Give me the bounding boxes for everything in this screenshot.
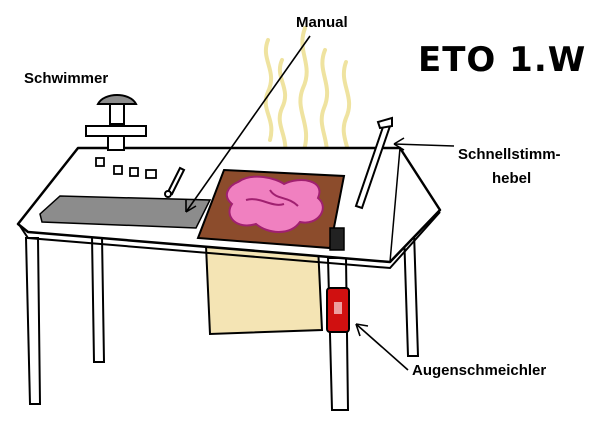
label-lever-line1: Schnellstimm-: [458, 146, 561, 163]
quick-tuning-lever: [354, 116, 393, 210]
small-lever: [164, 166, 186, 198]
table-side-edge: [389, 147, 401, 263]
red-cylinder-label: [334, 302, 342, 314]
title: ETO 1.W: [418, 40, 587, 80]
sink-basin: [39, 195, 212, 229]
table-front-edge: [19, 211, 441, 270]
label-flatterer: Augenschmeichler: [412, 362, 547, 379]
black-box: [329, 227, 345, 251]
control-knobs: [95, 157, 157, 179]
label-float: Schwimmer: [24, 70, 109, 87]
box-under-table: [204, 245, 324, 336]
label-manual: Manual: [296, 14, 348, 31]
float-device: [85, 94, 147, 151]
label-lever-line2: hebel: [492, 170, 532, 187]
pointer-arrows: [185, 35, 455, 371]
